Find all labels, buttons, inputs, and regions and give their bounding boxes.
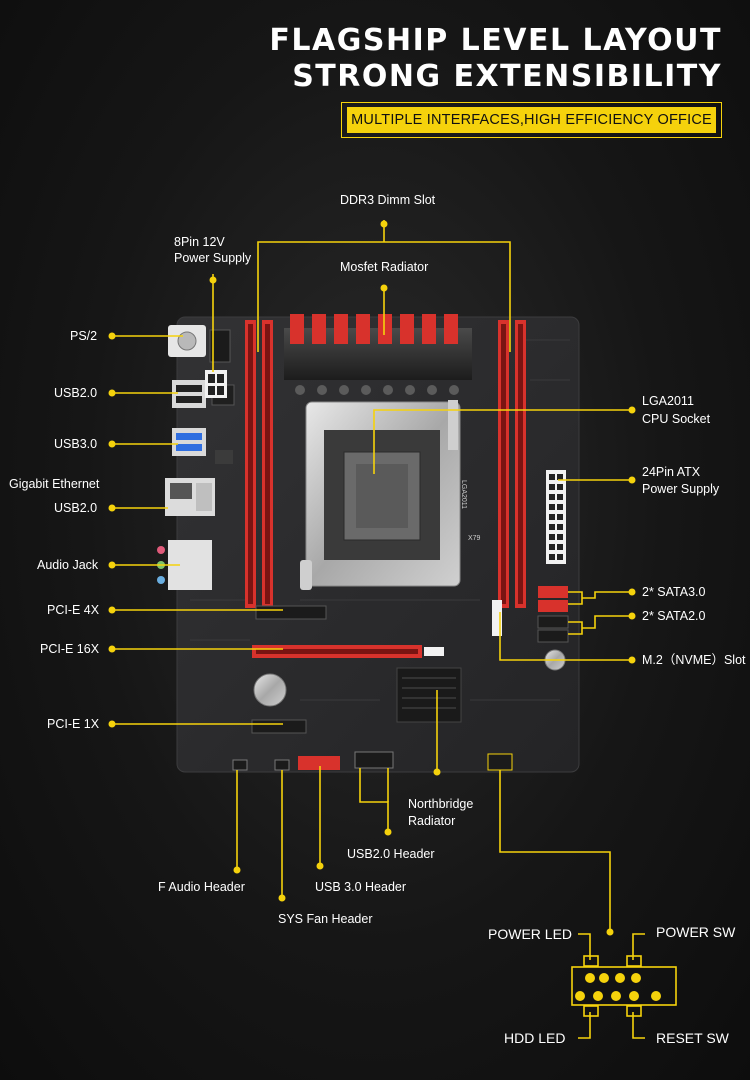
label-8pin-line2: Power Supply	[174, 251, 252, 265]
socket-silk-text: LGA2011	[460, 480, 467, 509]
label-power-sw: POWER SW	[656, 924, 736, 940]
page-title-line2: STRONG EXTENSIBILITY	[292, 59, 722, 94]
label-northbridge-line2: Radiator	[408, 814, 456, 828]
label-usb20-b: USB2.0	[54, 501, 98, 515]
callout-dots	[108, 220, 636, 936]
label-pcie-4x: PCI-E 4X	[47, 603, 100, 617]
rear-io-ports	[157, 325, 235, 590]
label-8pin-line1: 8Pin 12V	[174, 235, 225, 249]
mosfet-heatsink	[284, 314, 472, 395]
label-hdd-led: HDD LED	[504, 1030, 566, 1046]
label-northbridge-line1: Northbridge	[408, 797, 474, 811]
label-usb30-header: USB 3.0 Header	[315, 880, 407, 894]
sata-ports	[537, 586, 569, 643]
atx-24pin-connector	[546, 470, 566, 564]
label-usb30: USB3.0	[54, 437, 98, 451]
label-sata2: 2* SATA2.0	[642, 609, 706, 623]
dimm-slots-left	[245, 320, 273, 608]
label-atx-line2: Power Supply	[642, 482, 720, 496]
cmos-battery	[253, 673, 287, 707]
label-audio-jack: Audio Jack	[37, 558, 99, 572]
label-ps2: PS/2	[70, 329, 98, 343]
page-title-line1: FLAGSHIP LEVEL LAYOUT	[269, 23, 722, 58]
subtitle-banner: MULTIPLE INTERFACES,HIGH EFFICIENCY OFFI…	[341, 102, 722, 138]
label-pcie-16x: PCI-E 16X	[40, 642, 100, 656]
front-panel-pins	[575, 973, 661, 1001]
label-lga2011-line2: CPU Socket	[642, 412, 711, 426]
cpu-socket: LGA2011 X79	[300, 400, 481, 590]
board-model-text: X79	[468, 535, 481, 542]
label-usb20-a: USB2.0	[54, 386, 98, 400]
label-lga2011-line1: LGA2011	[642, 394, 694, 408]
label-sata3: 2* SATA3.0	[642, 585, 706, 599]
label-ddr3-slot: DDR3 Dimm Slot	[340, 193, 436, 207]
label-usb20-header: USB2.0 Header	[347, 847, 435, 861]
callout-lines	[112, 220, 677, 1039]
m2-slot	[492, 600, 502, 636]
label-sys-fan-header: SYS Fan Header	[278, 912, 373, 926]
subtitle-text: MULTIPLE INTERFACES,HIGH EFFICIENCY OFFI…	[347, 107, 716, 133]
label-power-led: POWER LED	[488, 926, 573, 942]
label-reset-sw: RESET SW	[656, 1030, 729, 1046]
pin8-connector	[205, 370, 227, 398]
label-pcie-1x: PCI-E 1X	[47, 717, 100, 731]
label-m2-slot: M.2（NVME）Slot	[642, 653, 746, 667]
label-f-audio-header: F Audio Header	[158, 880, 245, 894]
dimm-slots-right	[498, 320, 526, 608]
northbridge-heatsink	[396, 667, 462, 723]
pin-bracket-marks	[583, 955, 642, 1017]
label-mosfet-radiator: Mosfet Radiator	[340, 260, 429, 274]
label-atx-line1: 24Pin ATX	[642, 465, 701, 479]
label-gigabit-ethernet: Gigabit Ethernet	[9, 477, 100, 491]
